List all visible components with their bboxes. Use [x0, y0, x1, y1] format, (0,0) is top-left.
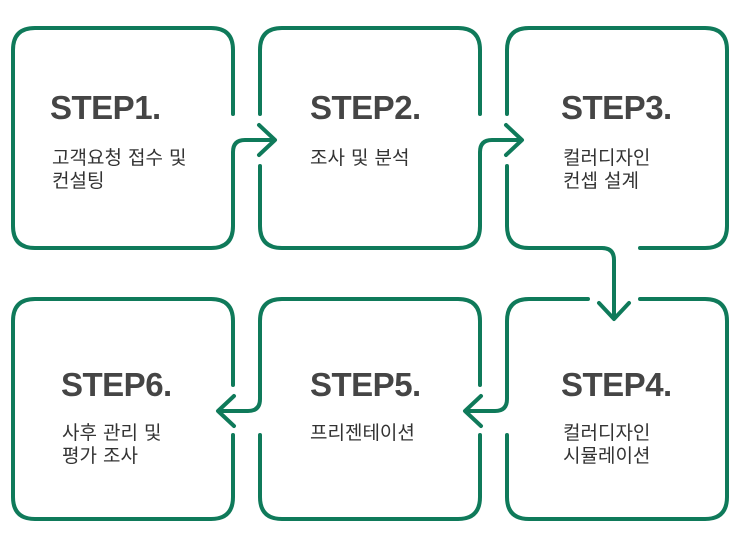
arrow-3-to-4 [586, 246, 616, 318]
step-3-box [505, 26, 729, 250]
arrow-4-to-5 [466, 383, 509, 413]
step-3-description: 컬러디자인 컨셉 설계 [563, 147, 650, 193]
step-2-desc-line-1: 조사 및 분석 [310, 147, 410, 169]
step-4-box [505, 297, 729, 521]
step-5-box [258, 297, 482, 387]
step-1-box [11, 26, 235, 250]
arrow-2-to-3-head [504, 123, 524, 157]
step-4-title: STEP4. [561, 366, 672, 403]
step-1-description: 고객요청 접수 및 컨설팅 [52, 147, 186, 193]
step-3-title: STEP3. [561, 89, 672, 126]
step-5-title: STEP5. [310, 366, 421, 403]
step-1-title: STEP1. [50, 89, 161, 126]
step-6-title: STEP6. [61, 366, 172, 403]
step-6-desc-line-1: 사후 관리 및 [62, 422, 162, 444]
step-6-box [11, 297, 235, 521]
arrow-5-to-6-head [216, 394, 236, 428]
step-4-description: 컬러디자인 시뮬레이션 [563, 422, 650, 468]
step-3-box-lower [505, 164, 590, 250]
step-2-box-lower [258, 164, 482, 250]
step-4-box-upper [505, 297, 590, 387]
step-3-desc-line-2: 컨셉 설계 [563, 170, 639, 192]
arrow-1-to-2-head [257, 123, 277, 157]
arrow-5-to-6 [219, 383, 262, 413]
arrow-4-to-5-head [463, 394, 483, 428]
step-2-box [258, 26, 482, 116]
arrow-3-to-4-head [597, 301, 631, 321]
step-6-desc-line-2: 평가 조사 [62, 445, 138, 467]
arrow-2-to-3 [478, 138, 521, 168]
step-3-desc-line-1: 컬러디자인 [563, 147, 651, 169]
step-2-title: STEP2. [310, 89, 421, 126]
step-5-desc-line-1: 프리젠테이션 [310, 422, 415, 444]
step-4-desc-line-2: 시뮬레이션 [563, 445, 651, 467]
step-1-desc-line-2: 컨설팅 [52, 170, 105, 192]
step-2-description: 조사 및 분석 [310, 147, 409, 170]
step-5-box-lower [258, 433, 482, 521]
arrow-1-to-2 [231, 138, 274, 168]
step-1-desc-line-1: 고객요청 접수 및 [52, 147, 187, 169]
step-6-description: 사후 관리 및 평가 조사 [62, 422, 161, 468]
step-4-desc-line-1: 컬러디자인 [563, 422, 651, 444]
step-5-description: 프리젠테이션 [310, 422, 415, 445]
